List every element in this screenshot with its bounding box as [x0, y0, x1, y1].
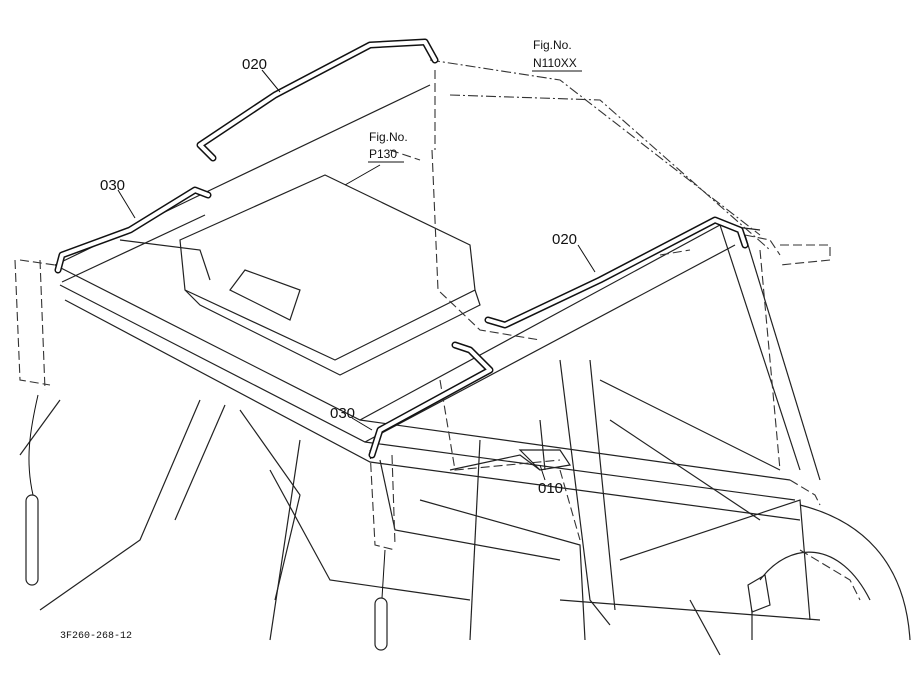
- fig-ref-top-label: Fig.No.: [533, 38, 572, 52]
- callout-020-right: 020: [552, 231, 577, 248]
- pipe-030-center: [368, 341, 494, 459]
- callout-030-center: 030: [330, 405, 355, 422]
- drawing-code: 3F260-268-12: [60, 631, 132, 642]
- cab-frame: [19, 84, 911, 656]
- fig-ref-center-label: Fig.No.: [369, 130, 408, 144]
- hanging-straps: [25, 394, 388, 651]
- part-010: [518, 419, 771, 640]
- pipe-020-right: [484, 216, 749, 329]
- pipe-020-upper: [196, 38, 439, 162]
- callout-010: 010: [538, 480, 563, 497]
- phantom-outlines: [14, 59, 861, 601]
- pipe-030-left: [54, 186, 212, 274]
- fig-ref-center-number: P130: [369, 147, 397, 161]
- leader-lines: [117, 69, 596, 481]
- callout-020-upper: 020: [242, 56, 267, 73]
- fig-ref-top-number: N110XX: [533, 56, 577, 70]
- callout-030-left: 030: [100, 177, 125, 194]
